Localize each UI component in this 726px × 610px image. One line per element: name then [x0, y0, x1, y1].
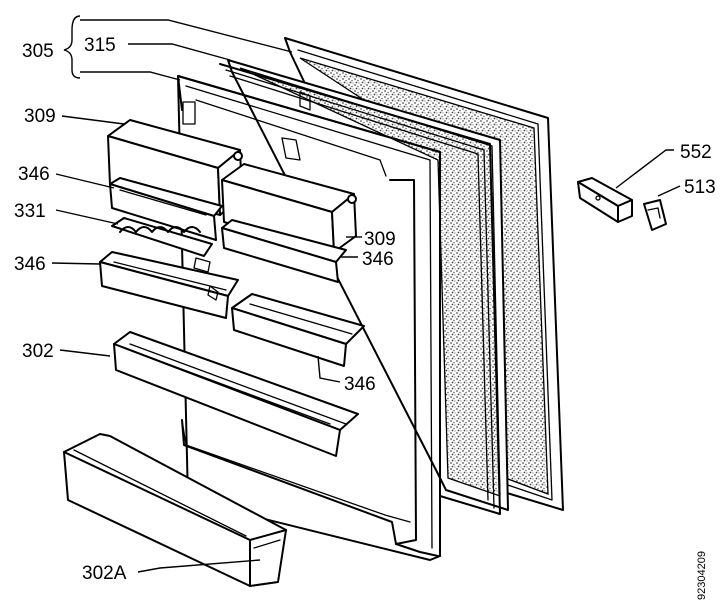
bottle-shelf-302A	[63, 433, 287, 587]
part-labels: 305 315 309 346 331 346 302 309 346 346 …	[14, 35, 716, 600]
compartment-tray-346-upper-left	[109, 177, 223, 241]
label-346-middle-left: 346	[14, 254, 46, 275]
label-346-upper-right: 346	[362, 249, 394, 270]
label-331: 331	[14, 201, 46, 222]
drawing-number: 92304209	[696, 551, 708, 600]
label-309-right: 309	[364, 229, 396, 250]
compartment-tray-346-upper-right	[221, 219, 347, 283]
shelf-tray-346-middle-left	[99, 251, 239, 319]
label-552: 552	[680, 142, 712, 163]
label-302: 302	[22, 341, 54, 362]
inner-liner-315	[227, 59, 509, 511]
label-513: 513	[684, 177, 716, 198]
label-302A: 302A	[82, 563, 127, 584]
door-gasket	[219, 63, 501, 515]
butter-compartment-lid-309-right	[221, 163, 357, 253]
label-309-left: 309	[24, 106, 56, 127]
label-346-upper-left: 346	[18, 164, 50, 185]
label-346-middle-right: 346	[344, 374, 376, 395]
door-shelf-302	[113, 331, 359, 457]
leader-lines	[51, 15, 681, 573]
hinge-plate-552	[577, 177, 633, 223]
hinge-clip-513	[643, 199, 667, 231]
label-315: 315	[84, 35, 116, 56]
inner-door-frame	[177, 75, 441, 561]
egg-tray-331	[111, 217, 213, 273]
label-305: 305	[22, 41, 54, 62]
shelf-tray-346-middle-right	[231, 293, 365, 367]
